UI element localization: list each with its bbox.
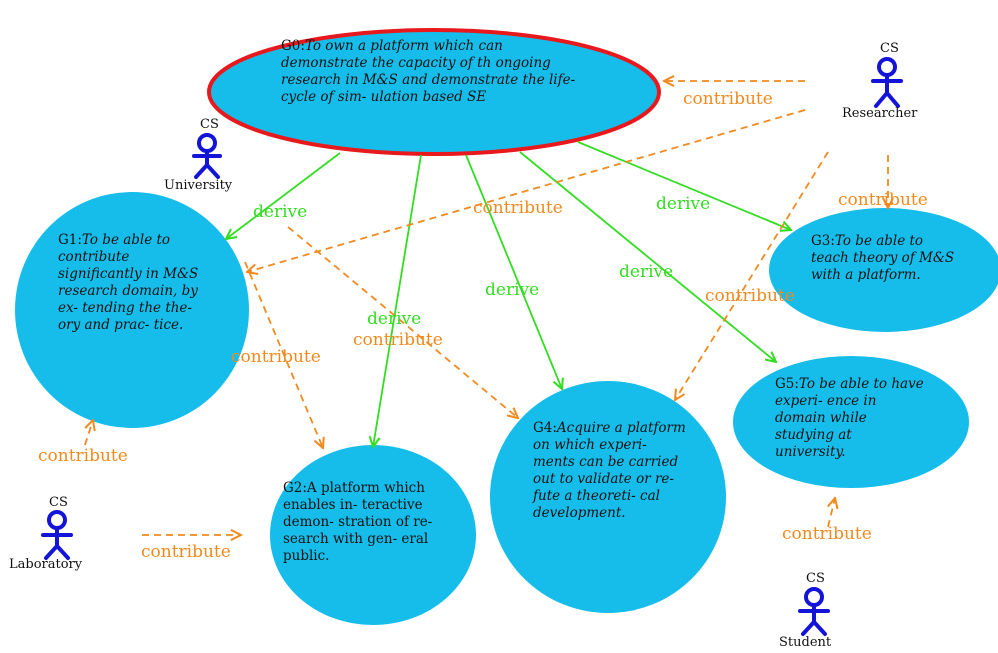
goal-g5-text: To be able to have experi- ence in domai…	[775, 376, 924, 460]
contribute-label-researcher-g0: contribute	[683, 89, 773, 109]
actor-student-icon[interactable]	[798, 587, 830, 636]
derive-label-g5: derive	[619, 262, 674, 282]
goal-g3-text: To be able to teach theory of M&S with a…	[811, 233, 955, 283]
goal-g3: G3:To be able to teach theory of M&S wit…	[811, 233, 961, 284]
goal-g5: G5:To be able to have experi- ence in do…	[775, 376, 925, 461]
goal-g4-text: Acquire a platform on which experi- ment…	[533, 420, 686, 521]
actor-researcher-icon[interactable]	[871, 57, 903, 108]
contribute-label-laboratory-g2: contribute	[141, 542, 231, 562]
derive-edge-g0-g5	[519, 151, 776, 362]
derive-label-g4: derive	[485, 280, 540, 300]
goal-g0-ellipse[interactable]	[207, 28, 661, 156]
goal-g4-ellipse[interactable]	[490, 381, 726, 613]
goal-g2: G2:A platform which enables in- teractiv…	[283, 480, 433, 565]
derive-label-g3: derive	[656, 194, 711, 214]
actor-researcher-stereotype: CS	[880, 41, 899, 56]
derive-edge-g0-g3	[577, 141, 791, 230]
contribute-edge-university-g2	[244, 261, 323, 448]
goal-g4-id: G4:	[533, 420, 557, 436]
goal-g3-id: G3:	[811, 233, 835, 249]
contribute-edge-researcher-g1	[247, 109, 806, 272]
actor-student-name: Student	[779, 635, 832, 650]
actor-laboratory-name: Laboratory	[9, 557, 83, 572]
actor-student-stereotype: CS	[806, 571, 825, 586]
contribute-label-university-g4: contribute	[353, 330, 443, 350]
contribute-label-university-g2: contribute	[231, 347, 321, 367]
actor-laboratory-icon[interactable]	[41, 510, 73, 560]
goal-g0-id: G0:	[281, 38, 305, 54]
goal-g1-ellipse[interactable]	[15, 192, 249, 428]
derive-edge-g0-g4	[465, 154, 562, 389]
goal-g1: G1:To be able to contribute significantl…	[58, 232, 208, 334]
actor-researcher-name: Researcher	[842, 106, 918, 121]
contribute-label-student-g5: contribute	[782, 524, 872, 544]
goal-g2-ellipse[interactable]	[270, 445, 476, 625]
contribute-edge-student-g5	[828, 498, 835, 528]
contribute-label-researcher-g1: contribute	[473, 198, 563, 218]
contribute-label-researcher-g3: contribute	[838, 190, 928, 210]
contribute-label-laboratory-g1: contribute	[38, 446, 128, 466]
goal-g2-id: G2:	[283, 480, 307, 496]
actor-university-stereotype: CS	[200, 117, 219, 132]
goal-g5-ellipse[interactable]	[733, 356, 969, 488]
goal-g3-ellipse[interactable]	[769, 208, 998, 332]
derive-edge-g0-g2	[373, 154, 422, 447]
goal-g1-text: To be able to contribute significantly i…	[58, 232, 199, 333]
actor-university-name: University	[164, 178, 233, 193]
goal-g1-id: G1:	[58, 232, 82, 248]
derive-label-g2: derive	[367, 309, 422, 329]
goal-g4: G4:Acquire a platform on which experi- m…	[533, 420, 688, 522]
contribute-edge-researcher-g4	[675, 151, 829, 400]
goal-g0: G0:To own a platform which can demonstra…	[281, 38, 591, 106]
contribute-label-researcher-g4: contribute	[705, 286, 795, 306]
actor-laboratory-stereotype: CS	[49, 495, 68, 510]
goal-g5-id: G5:	[775, 376, 799, 392]
derive-label-g1: derive	[253, 202, 308, 222]
goal-g2-text: A platform which enables in- teractive d…	[283, 480, 433, 564]
contribute-edge-university-g4	[287, 226, 518, 418]
actor-university-icon[interactable]	[192, 133, 222, 179]
derive-edge-g0-g1	[226, 152, 341, 239]
goal-g0-text: To own a platform which can demonstrate …	[281, 38, 576, 105]
contribute-edge-laboratory-g1	[84, 420, 93, 446]
